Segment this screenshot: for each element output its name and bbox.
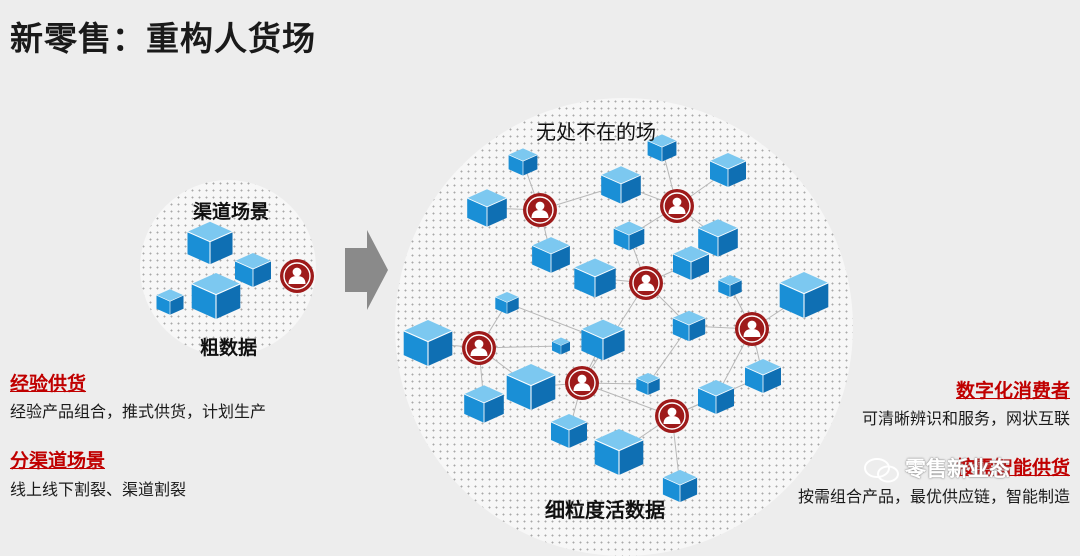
box-icon <box>779 271 829 319</box>
right-heading-digital-consumer: 数字化消费者 <box>955 380 1070 402</box>
right-heading-smart-supply: 按需智能供货 <box>955 457 1070 479</box>
box-icon <box>573 257 617 299</box>
arrow-right-icon <box>345 230 388 310</box>
box-icon <box>697 379 735 415</box>
box-icon <box>636 372 660 396</box>
left-heading-channel-scene: 分渠道场景 <box>10 450 106 472</box>
person-icon <box>279 258 315 294</box>
box-icon <box>466 188 508 228</box>
small-circle-top-label: 渠道场景 <box>193 201 270 223</box>
box-icon <box>191 272 241 320</box>
box-icon <box>550 413 588 449</box>
box-icon <box>594 428 644 476</box>
box-icon <box>508 148 538 176</box>
box-icon <box>156 288 184 316</box>
network-diagram <box>156 134 829 503</box>
box-icon <box>551 337 571 355</box>
box-icon <box>744 358 782 394</box>
box-icon <box>506 363 556 411</box>
box-icon <box>403 319 453 367</box>
box-icon <box>600 165 642 205</box>
watermark-text: 零售新业态 <box>905 457 1010 481</box>
person-icon <box>734 311 770 347</box>
box-icon <box>672 245 710 281</box>
person-icon <box>522 192 558 228</box>
person-icon <box>461 330 497 366</box>
person-icon <box>659 188 695 224</box>
person-icon <box>564 365 600 401</box>
right-text-digital-consumer: 可清晰辨识和服务，网状互联 <box>861 409 1070 428</box>
wechat-icon <box>864 458 899 483</box>
box-icon <box>697 218 739 258</box>
person-icon <box>654 398 690 434</box>
big-circle-top-label: 无处不在的场 <box>536 120 656 144</box>
box-icon <box>613 221 645 251</box>
right-text-smart-supply: 按需组合产品，最优供应链，智能制造 <box>797 487 1070 506</box>
person-icon <box>628 265 664 301</box>
box-icon <box>495 291 519 315</box>
box-icon <box>463 384 505 424</box>
box-icon <box>234 252 272 288</box>
box-icon <box>662 469 698 503</box>
page-title: 新零售：重构人货场 <box>10 19 316 58</box>
left-text-experience-supply: 经验产品组合，推式供货，计划生产 <box>10 402 267 421</box>
box-icon <box>531 236 571 274</box>
box-icon <box>187 221 233 265</box>
big-circle-bottom-label: 细粒度活数据 <box>545 498 665 522</box>
box-icon <box>709 152 747 188</box>
left-heading-experience-supply: 经验供货 <box>10 373 87 395</box>
box-icon <box>718 274 742 298</box>
left-text-channel-scene: 线上线下割裂、渠道割裂 <box>10 480 187 499</box>
small-circle-bottom-label: 粗数据 <box>200 337 258 359</box>
